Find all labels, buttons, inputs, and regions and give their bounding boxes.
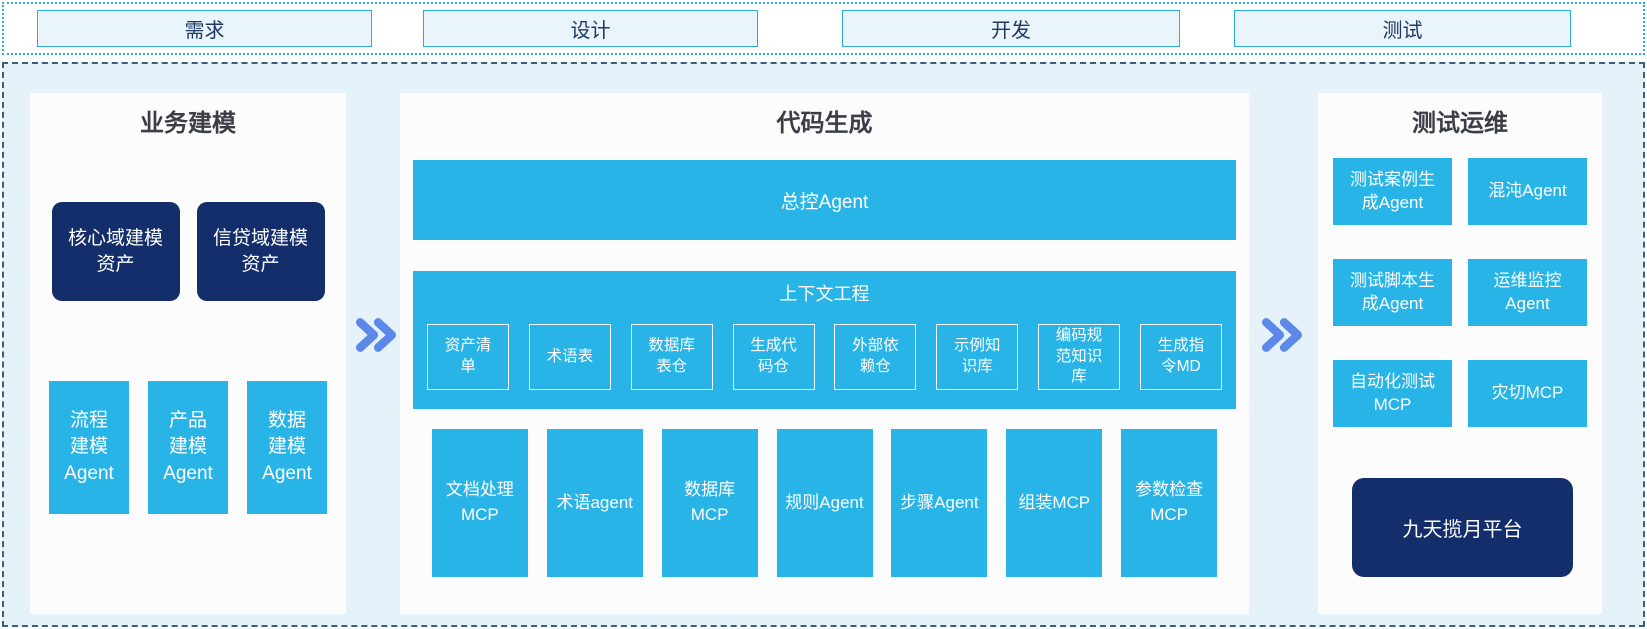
box-asset-list: 资产清 单: [427, 324, 509, 390]
box-test-case-generation-agent: 测试案例生 成Agent: [1333, 158, 1452, 225]
box-database-mcp: 数据库 MCP: [661, 429, 758, 577]
box-credit-domain-modeling-assets: 信贷域建模 资产: [196, 202, 325, 301]
box-generation-instruction-md: 生成指 令MD: [1139, 324, 1222, 390]
panel-title-test-ops: 测试运维: [1412, 110, 1508, 137]
panel-title-business-modeling: 业务建模: [140, 110, 236, 137]
box-test-script-generation-agent: 测试脚本生 成Agent: [1333, 259, 1452, 326]
test-ops-grid: 测试案例生 成Agent 混沌Agent 测试脚本生 成Agent 运维监控 A…: [1333, 158, 1587, 427]
box-step-agent: 步骤Agent: [891, 429, 988, 577]
box-process-modeling-agent: 流程 建模 Agent: [49, 381, 129, 514]
phase-box-development: 开发: [842, 10, 1180, 47]
box-automated-testing-mcp: 自动化测试 MCP: [1333, 360, 1452, 427]
tool-agent-row: 文档处理 MCP 术语agent 数据库 MCP 规则Agent 步骤Agent…: [413, 429, 1236, 577]
box-ops-monitoring-agent: 运维监控 Agent: [1468, 259, 1587, 326]
flow-arrow-left-to-middle: [356, 318, 396, 352]
box-parameter-check-mcp: 参数检查 MCP: [1121, 429, 1218, 577]
box-product-modeling-agent: 产品 建模 Agent: [148, 381, 228, 514]
box-data-modeling-agent: 数据 建模 Agent: [247, 381, 327, 514]
double-chevron-right-icon: [1262, 318, 1302, 352]
box-chaos-agent: 混沌Agent: [1468, 158, 1587, 225]
box-example-knowledge-base: 示例知 识库: [936, 324, 1019, 390]
box-database-table-repo: 数据库 表仓: [630, 324, 713, 390]
main-diagram-container: 业务建模 核心域建模 资产 信贷域建模 资产 流程 建模 Agent 产品 建模…: [2, 62, 1645, 627]
phase-bar: 需求 设计 开发 测试: [2, 2, 1645, 55]
context-engineering-container: 上下文工程 资产清 单 术语表 数据库 表仓 生成代 码仓 外部依 赖仓 示例知…: [413, 271, 1236, 409]
context-item-row: 资产清 单 术语表 数据库 表仓 生成代 码仓 外部依 赖仓 示例知 识库 编码…: [427, 324, 1222, 390]
context-engineering-title: 上下文工程: [779, 284, 870, 304]
phase-label: 需求: [184, 20, 225, 42]
box-rule-agent: 规则Agent: [776, 429, 873, 577]
panel-code-generation: 代码生成 总控Agent 上下文工程 资产清 单 术语表 数据库 表仓 生成代 …: [400, 93, 1249, 614]
phase-label: 设计: [570, 20, 611, 42]
phase-box-design: 设计: [423, 10, 758, 47]
phase-label: 测试: [1382, 20, 1423, 42]
box-glossary: 术语表: [528, 324, 611, 390]
box-document-processing-mcp: 文档处理 MCP: [431, 429, 528, 577]
panel-test-ops: 测试运维 测试案例生 成Agent 混沌Agent 测试脚本生 成Agent 运…: [1318, 93, 1602, 614]
box-external-dependency-repo: 外部依 赖仓: [834, 324, 917, 390]
panel-business-modeling: 业务建模 核心域建模 资产 信贷域建模 资产 流程 建模 Agent 产品 建模…: [30, 93, 346, 614]
box-assembly-mcp: 组装MCP: [1006, 429, 1103, 577]
asset-box-row: 核心域建模 资产 信贷域建模 资产: [30, 202, 346, 301]
box-disaster-switch-mcp: 灾切MCP: [1468, 360, 1587, 427]
box-generated-code-repo: 生成代 码仓: [732, 324, 815, 390]
box-terminology-agent: 术语agent: [546, 429, 643, 577]
panel-title-code-generation: 代码生成: [776, 110, 873, 137]
modeling-agent-row: 流程 建模 Agent 产品 建模 Agent 数据 建模 Agent: [30, 381, 346, 514]
phase-box-testing: 测试: [1234, 10, 1571, 47]
phase-label: 开发: [991, 20, 1031, 42]
phase-box-requirements: 需求: [37, 10, 372, 47]
box-core-domain-modeling-assets: 核心域建模 资产: [51, 202, 180, 301]
flow-arrow-middle-to-right: [1262, 318, 1302, 352]
box-coding-standard-knowledge-base: 编码规 范知识 库: [1038, 324, 1121, 390]
box-master-control-agent: 总控Agent: [413, 160, 1236, 240]
double-chevron-right-icon: [356, 318, 396, 352]
box-jiutian-lanyue-platform: 九天揽月平台: [1352, 478, 1573, 577]
